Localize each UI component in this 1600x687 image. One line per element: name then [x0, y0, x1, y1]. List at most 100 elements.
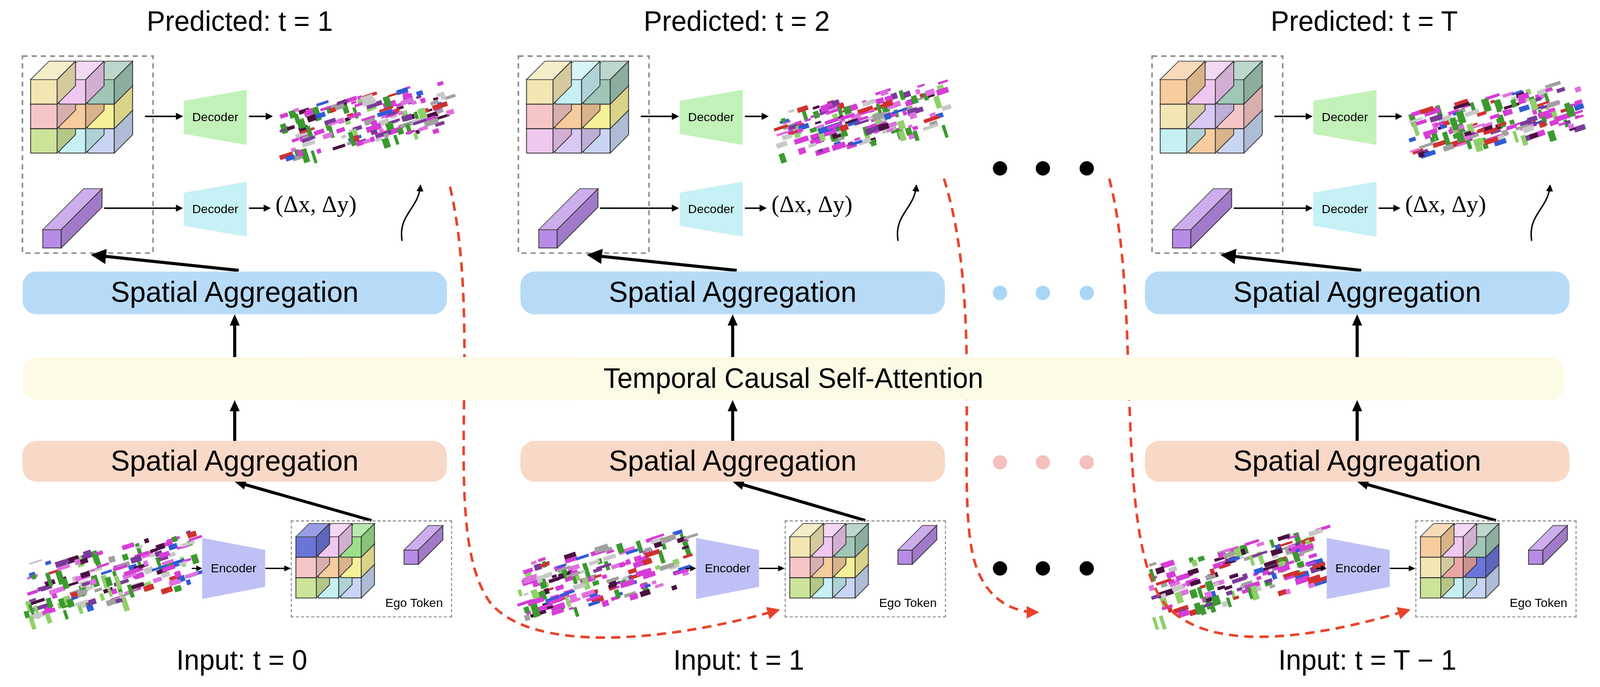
voxel — [114, 575, 123, 590]
voxel — [797, 147, 807, 156]
voxel — [115, 597, 123, 604]
voxel — [915, 88, 921, 95]
voxel — [873, 130, 879, 135]
token-face — [295, 577, 317, 599]
voxel — [370, 120, 378, 127]
voxel — [383, 132, 389, 138]
trapezoid-fill — [183, 181, 248, 237]
voxel — [681, 545, 689, 550]
voxel — [596, 562, 612, 570]
node-label: Decoder — [688, 110, 735, 125]
art-stroke — [103, 207, 182, 210]
voxel — [616, 542, 625, 554]
voxel — [904, 99, 914, 107]
voxel — [1465, 139, 1473, 150]
autoregressive-feedback — [450, 178, 1408, 638]
voxel — [639, 589, 651, 598]
voxel — [862, 98, 876, 107]
voxel — [1472, 122, 1478, 127]
voxel — [420, 107, 428, 118]
token-face — [1191, 188, 1232, 248]
voxel — [1272, 554, 1279, 559]
voxel — [155, 557, 161, 565]
token-grid — [526, 61, 629, 154]
voxel — [651, 579, 657, 585]
voxel — [820, 102, 833, 110]
voxel — [1246, 586, 1254, 600]
node-label: Temporal Causal Self-Attention — [603, 362, 984, 395]
voxel — [1483, 136, 1499, 146]
voxel — [378, 128, 385, 134]
node-label: Spatial Aggregation — [608, 276, 857, 309]
voxel — [397, 127, 405, 135]
voxel — [315, 100, 329, 107]
voxel — [387, 92, 398, 98]
voxel — [812, 104, 821, 110]
voxel — [1481, 97, 1491, 112]
token-face — [1542, 525, 1568, 565]
voxel — [568, 606, 574, 611]
voxel — [1152, 616, 1160, 631]
token-group-box: Ego Token — [784, 520, 947, 618]
voxel — [432, 128, 440, 135]
connector-line — [243, 484, 372, 521]
token-shade — [855, 523, 869, 558]
flow-arrow — [727, 314, 738, 357]
token-shade — [552, 61, 572, 104]
voxel — [1518, 97, 1527, 105]
encoder-trapezoid: Encoder — [1326, 537, 1390, 599]
voxel — [857, 115, 869, 122]
art-stroke — [1233, 207, 1312, 210]
voxel — [517, 598, 533, 607]
arrow-head — [229, 314, 240, 326]
voxel — [1187, 567, 1200, 576]
voxel — [143, 537, 150, 544]
voxel — [1546, 100, 1561, 109]
voxel — [1411, 122, 1420, 137]
connector-line — [731, 324, 735, 357]
voxel — [1255, 575, 1262, 581]
voxel — [896, 120, 907, 131]
voxel — [857, 105, 874, 115]
token-shade — [57, 61, 76, 104]
art-stroke — [744, 207, 766, 210]
voxel — [324, 117, 336, 126]
connector-line — [1389, 567, 1410, 570]
voxel — [1453, 101, 1471, 110]
flow-arrow — [265, 565, 291, 572]
flow-arrow — [1352, 400, 1363, 441]
input-caption: Input: t = 0 — [176, 644, 308, 677]
flow-arrow — [229, 314, 240, 357]
voxel — [1522, 124, 1535, 134]
art-stroke — [744, 115, 768, 118]
voxel — [1228, 572, 1239, 580]
node-label: Decoder — [1321, 110, 1369, 125]
voxel — [1419, 106, 1435, 115]
voxel — [44, 572, 54, 587]
voxel — [1544, 87, 1553, 93]
voxel — [581, 577, 591, 591]
input-caption: Input: t = 1 — [673, 644, 805, 677]
voxel — [1410, 147, 1420, 153]
art-stroke — [248, 115, 272, 118]
voxel — [96, 562, 110, 569]
voxel — [546, 605, 554, 610]
voxel — [332, 143, 346, 151]
voxel — [316, 148, 322, 154]
voxel — [171, 536, 178, 543]
voxel — [864, 125, 880, 136]
trapezoid-fill — [1313, 181, 1377, 237]
voxel — [606, 549, 615, 554]
token-shade — [61, 188, 102, 248]
token-face — [1160, 103, 1187, 129]
voxel — [608, 580, 618, 588]
voxel — [1251, 550, 1268, 558]
voxel — [644, 583, 651, 589]
voxel — [1191, 559, 1199, 567]
voxel — [120, 592, 131, 598]
voxel — [395, 87, 409, 96]
voxel — [547, 597, 563, 606]
voxel — [74, 599, 89, 607]
voxel — [1271, 572, 1278, 580]
